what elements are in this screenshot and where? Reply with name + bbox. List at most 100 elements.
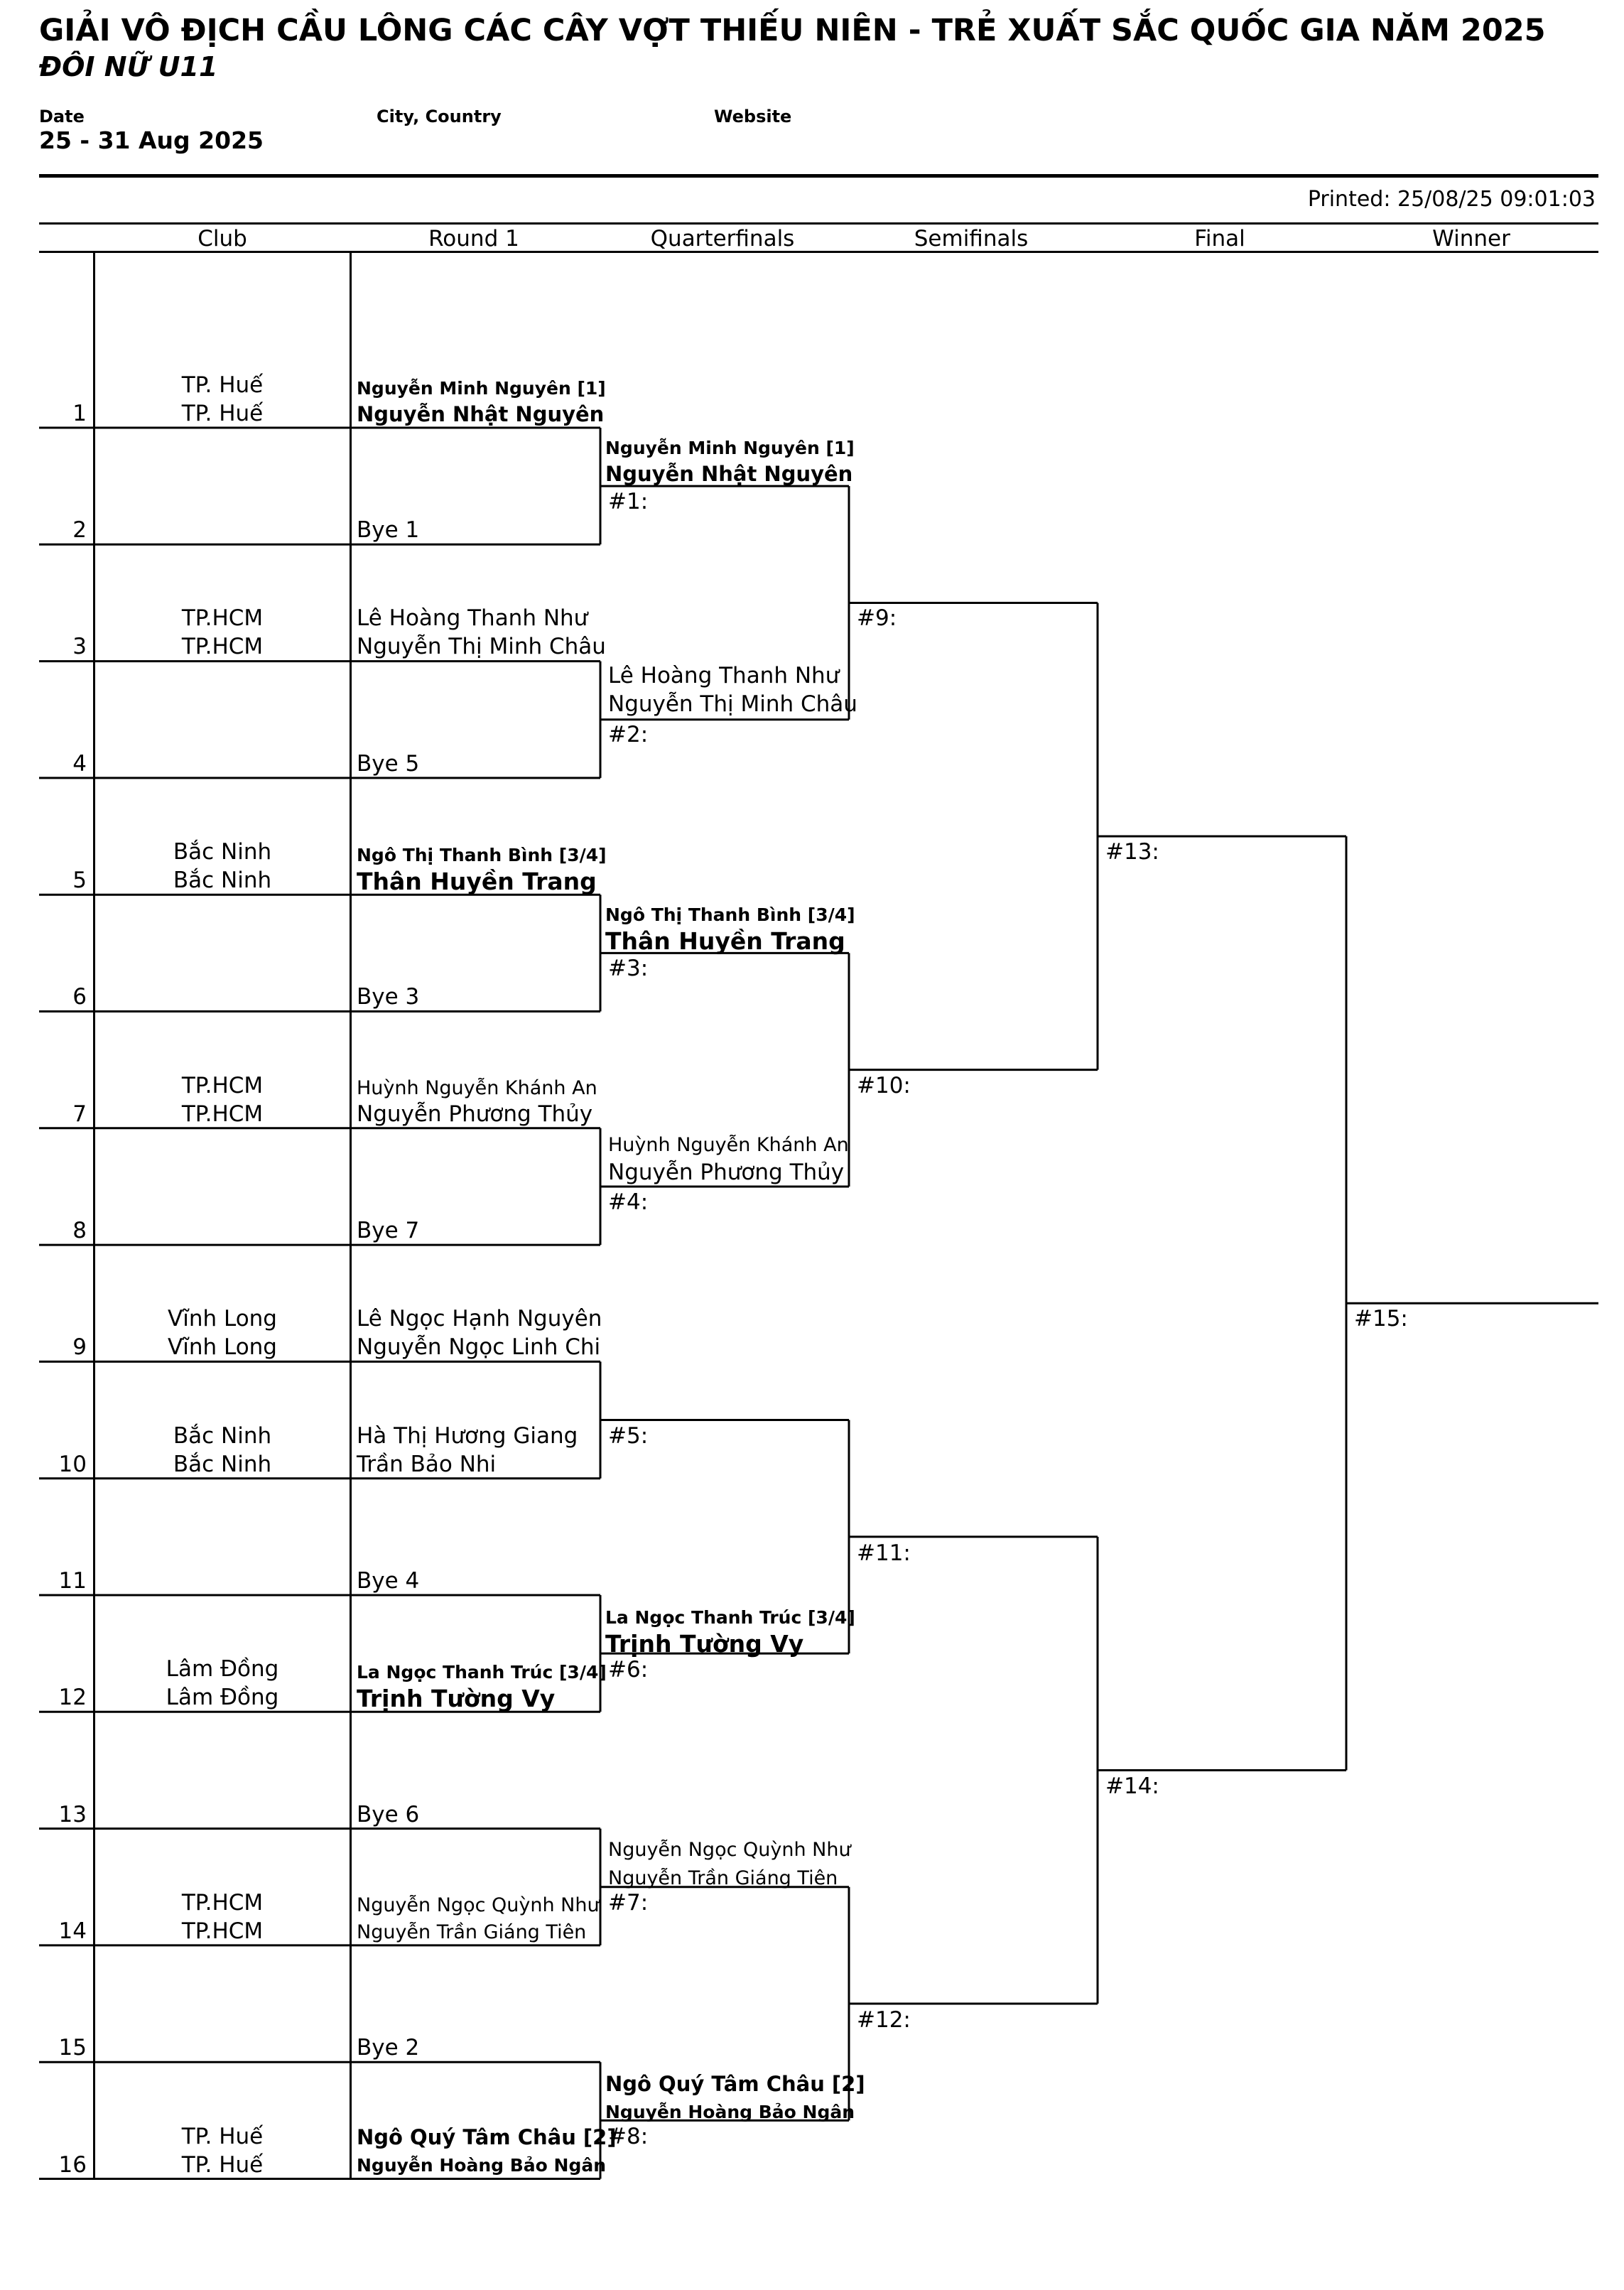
bye-label: Bye 5	[357, 751, 420, 777]
draw-number: 7	[72, 1101, 87, 1127]
match-number: #3:	[608, 956, 649, 981]
date-label: Date	[39, 107, 85, 126]
club-line-1: TP. Huế	[181, 372, 264, 398]
player-name: Ngô Quý Tâm Châu [2]	[357, 2125, 617, 2149]
player-name: Nguyễn Ngọc Quỳnh Như	[608, 1839, 851, 1861]
player-name: Huỳnh Nguyễn Khánh An	[608, 1134, 849, 1156]
player-name: Nguyễn Minh Nguyên [1]	[605, 438, 855, 458]
match-number: #10:	[857, 1073, 911, 1098]
bye-label: Bye 3	[357, 984, 420, 1010]
match-number: #12:	[857, 2007, 911, 2033]
club-line-2: TP.HCM	[181, 1918, 264, 1944]
draw-number: 8	[72, 1218, 87, 1243]
match-number: #14:	[1105, 1773, 1159, 1799]
player-name: Lê Ngọc Hạnh Nguyên	[357, 1306, 602, 1332]
match-number: #1:	[608, 489, 649, 514]
draw-number: 12	[58, 1685, 87, 1710]
match-number: #5:	[608, 1423, 649, 1449]
bye-label: Bye 4	[357, 1568, 420, 1594]
player-name: Nguyễn Nhật Nguyên	[357, 402, 605, 426]
column-header-bottom-rule	[39, 251, 1598, 253]
player-name: Nguyễn Minh Nguyên [1]	[357, 378, 606, 399]
player-name: Nguyễn Ngọc Quỳnh Như	[357, 1894, 600, 1916]
match-number: #8:	[608, 2124, 649, 2149]
match-number: #4:	[608, 1189, 649, 1215]
player-name: Trịnh Tường Vy	[605, 1630, 804, 1658]
club-line-1: Lâm Đồng	[166, 1656, 279, 1682]
player-name: Trịnh Tường Vy	[357, 1685, 556, 1712]
date-value: 25 - 31 Aug 2025	[39, 126, 264, 154]
club-line-1: TP.HCM	[181, 1890, 264, 1916]
player-name: Nguyễn Ngọc Linh Chi	[357, 1334, 601, 1360]
player-name: Nguyễn Trần Giáng Tiên	[608, 1867, 838, 1889]
draw-number: 4	[72, 751, 87, 777]
club-line-2: TP. Huế	[181, 401, 264, 426]
player-name: Ngô Thị Thanh Bình [3/4]	[605, 904, 855, 925]
club-line-1: TP. Huế	[181, 2124, 264, 2149]
column-header-semifinals: Semifinals	[914, 226, 1029, 252]
bye-label: Bye 1	[357, 517, 420, 543]
column-header-club: Club	[197, 226, 247, 252]
club-line-2: Bắc Ninh	[173, 868, 272, 893]
match-number: #13:	[1105, 839, 1159, 865]
grid-divider-club	[350, 252, 352, 2179]
club-line-1: TP.HCM	[181, 1073, 264, 1098]
header-divider	[39, 174, 1598, 178]
column-header-winner: Winner	[1432, 226, 1510, 252]
player-name: Thân Huyền Trang	[605, 927, 845, 955]
bye-label: Bye 2	[357, 2035, 420, 2061]
player-name: Huỳnh Nguyễn Khánh An	[357, 1077, 597, 1099]
player-name: Nguyễn Thị Minh Châu	[608, 691, 857, 717]
draw-number: 15	[58, 2035, 87, 2061]
player-name: Nguyễn Trần Giáng Tiên	[357, 1921, 587, 1943]
player-name: La Ngọc Thanh Trúc [3/4]	[605, 1607, 855, 1628]
match-number: #15:	[1354, 1306, 1408, 1332]
club-line-2: Bắc Ninh	[173, 1452, 272, 1477]
player-name: Trần Bảo Nhi	[357, 1452, 497, 1477]
match-number: #7:	[608, 1890, 649, 1916]
player-name: Ngô Quý Tâm Châu [2]	[605, 2072, 865, 2096]
website-label: Website	[714, 107, 792, 126]
club-line-2: TP.HCM	[181, 1101, 264, 1127]
club-line-2: Lâm Đồng	[166, 1685, 279, 1710]
tournament-title: GIẢI VÔ ĐỊCH CẦU LÔNG CÁC CÂY VỢT THIẾU …	[39, 13, 1546, 48]
column-header-round1: Round 1	[428, 226, 519, 252]
draw-number: 3	[72, 634, 87, 659]
club-line-2: TP.HCM	[181, 634, 264, 659]
club-line-1: Bắc Ninh	[173, 1423, 272, 1449]
draw-number: 6	[72, 984, 87, 1010]
column-header-top-rule	[39, 222, 1598, 225]
draw-number: 9	[72, 1334, 87, 1360]
club-line-1: Vĩnh Long	[168, 1306, 277, 1332]
city-label: City, Country	[377, 107, 502, 126]
match-number: #6:	[608, 1657, 649, 1683]
player-name: Hà Thị Hương Giang	[357, 1423, 578, 1449]
column-header-quarterfinals: Quarterfinals	[650, 226, 795, 252]
player-name: Ngô Thị Thanh Bình [3/4]	[357, 845, 607, 865]
draw-number: 14	[58, 1918, 87, 1944]
club-line-2: Vĩnh Long	[168, 1334, 277, 1360]
player-name: La Ngọc Thanh Trúc [3/4]	[357, 1662, 607, 1683]
club-line-1: TP.HCM	[181, 605, 264, 631]
club-line-1: Bắc Ninh	[173, 839, 272, 865]
player-name: Nguyễn Nhật Nguyên	[605, 462, 853, 486]
draw-number: 5	[72, 868, 87, 893]
player-name: Lê Hoàng Thanh Như	[608, 663, 840, 688]
bye-label: Bye 6	[357, 1802, 420, 1827]
player-name: Nguyễn Hoàng Bảo Ngân	[357, 2155, 607, 2176]
draw-number: 10	[58, 1452, 87, 1477]
player-name: Lê Hoàng Thanh Như	[357, 605, 588, 631]
player-name: Nguyễn Phương Thủy	[357, 1101, 593, 1127]
match-number: #11:	[857, 1540, 911, 1566]
club-line-2: TP. Huế	[181, 2152, 264, 2178]
event-subtitle: ĐÔI NỮ U11	[39, 51, 218, 82]
match-number: #9:	[857, 605, 897, 631]
player-name: Nguyễn Hoàng Bảo Ngân	[605, 2102, 855, 2122]
grid-divider-number	[93, 252, 95, 2179]
match-number: #2:	[608, 722, 649, 747]
player-name: Thân Huyền Trang	[357, 868, 597, 895]
bye-label: Bye 7	[357, 1218, 420, 1243]
draw-number: 2	[72, 517, 87, 543]
